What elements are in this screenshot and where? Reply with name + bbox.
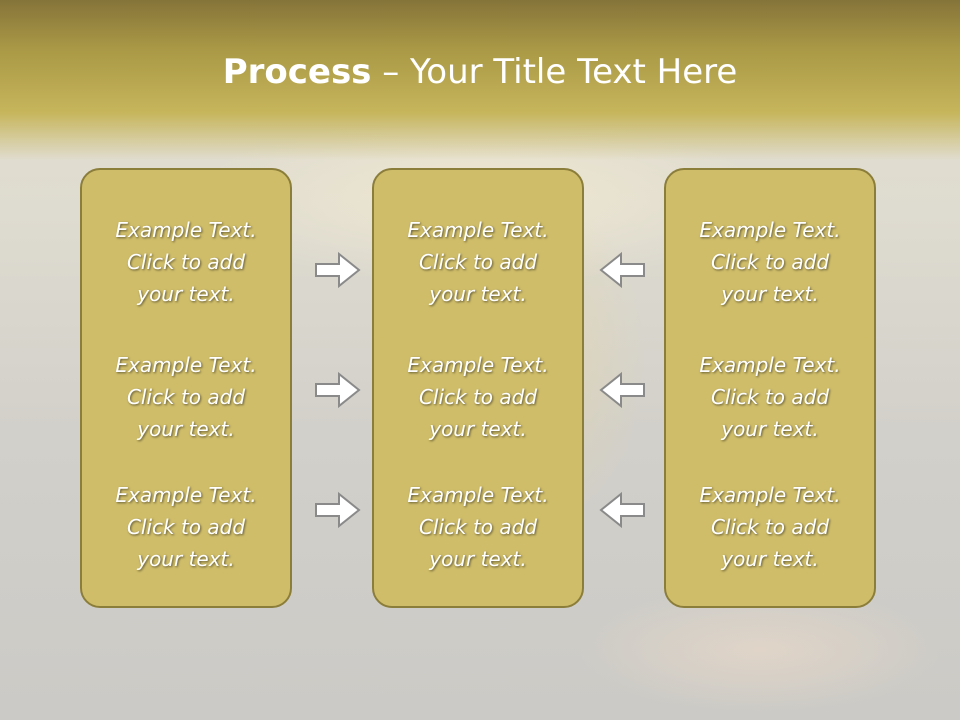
text-line: Example Text. <box>699 353 841 377</box>
text-line: Example Text. <box>407 218 549 242</box>
title-band <box>0 0 960 160</box>
text-line: your text. <box>721 417 819 441</box>
text-line: Click to add <box>418 385 538 409</box>
arrow-left-icon <box>599 491 645 529</box>
text-block[interactable]: Example Text. Click to add your text. <box>374 214 582 310</box>
text-line: Example Text. <box>407 483 549 507</box>
text-line: your text. <box>137 282 235 306</box>
text-line: your text. <box>721 547 819 571</box>
text-line: Click to add <box>126 515 246 539</box>
text-line: your text. <box>429 547 527 571</box>
text-line: Click to add <box>710 250 830 274</box>
text-line: your text. <box>137 417 235 441</box>
text-line: your text. <box>429 417 527 441</box>
text-line: your text. <box>137 547 235 571</box>
text-block[interactable]: Example Text. Click to add your text. <box>666 479 874 575</box>
text-block[interactable]: Example Text. Click to add your text. <box>666 214 874 310</box>
title-bold: Process <box>222 52 372 92</box>
text-block[interactable]: Example Text. Click to add your text. <box>82 214 290 310</box>
arrow-right-icon <box>315 491 361 529</box>
text-line: Example Text. <box>115 483 257 507</box>
text-line: Example Text. <box>115 353 257 377</box>
arrow-left-icon <box>599 251 645 289</box>
text-line: your text. <box>721 282 819 306</box>
right-panel[interactable]: Example Text. Click to add your text. Ex… <box>664 168 876 608</box>
text-line: Example Text. <box>115 218 257 242</box>
arrow-right-icon <box>315 251 361 289</box>
text-line: Click to add <box>710 385 830 409</box>
left-panel[interactable]: Example Text. Click to add your text. Ex… <box>80 168 292 608</box>
title-rest: – Your Title Text Here <box>371 52 738 92</box>
text-line: Click to add <box>418 250 538 274</box>
text-line: Click to add <box>126 385 246 409</box>
text-block[interactable]: Example Text. Click to add your text. <box>666 349 874 445</box>
text-line: Example Text. <box>407 353 549 377</box>
text-block[interactable]: Example Text. Click to add your text. <box>374 349 582 445</box>
text-block[interactable]: Example Text. Click to add your text. <box>374 479 582 575</box>
text-line: Example Text. <box>699 218 841 242</box>
text-block[interactable]: Example Text. Click to add your text. <box>82 479 290 575</box>
middle-panel[interactable]: Example Text. Click to add your text. Ex… <box>372 168 584 608</box>
text-line: Click to add <box>418 515 538 539</box>
slide-title[interactable]: Process – Your Title Text Here <box>0 52 960 92</box>
text-block[interactable]: Example Text. Click to add your text. <box>82 349 290 445</box>
text-line: Click to add <box>126 250 246 274</box>
text-line: your text. <box>429 282 527 306</box>
arrow-left-icon <box>599 371 645 409</box>
arrow-right-icon <box>315 371 361 409</box>
text-line: Click to add <box>710 515 830 539</box>
text-line: Example Text. <box>699 483 841 507</box>
